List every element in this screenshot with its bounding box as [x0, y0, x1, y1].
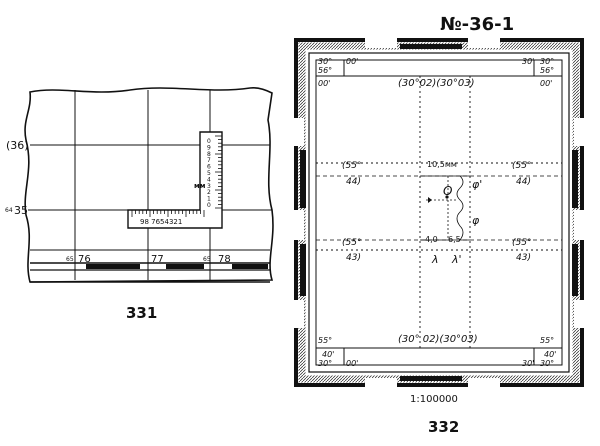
right-upper-lat-min: 44)	[516, 177, 531, 187]
svg-text:30': 30'	[522, 57, 534, 66]
left-lower-lat-deg: (55°	[342, 238, 361, 248]
right-upper-lat-deg: (55°	[512, 161, 531, 171]
svg-text:40': 40'	[544, 350, 556, 359]
ruler-digit: 0	[207, 202, 211, 209]
ruler-digit: 5	[207, 170, 211, 177]
svg-text:30°: 30°	[318, 359, 332, 368]
row-label-36: (36)	[6, 139, 29, 152]
svg-text:00': 00'	[540, 79, 552, 88]
hatched-band	[298, 42, 580, 383]
lambda-label: λ	[431, 253, 439, 266]
ruler-horizontal-digits: 98 7654321	[140, 218, 182, 226]
svg-text:40': 40'	[322, 350, 334, 359]
measure-bottom-left: 4,0	[425, 235, 438, 244]
col-label-76: 76	[78, 254, 91, 265]
ruler-digit: 6	[207, 164, 211, 171]
svg-text:55°: 55°	[318, 336, 332, 345]
neatline	[315, 59, 563, 366]
ruler-digit: 0	[207, 138, 211, 145]
inner-frame	[308, 52, 570, 373]
svg-text:55°: 55°	[540, 336, 554, 345]
corner-tl-labels: 30° 56° 00' 00'	[318, 57, 358, 88]
svg-text:30°: 30°	[540, 57, 554, 66]
col-label-78: 78	[218, 254, 231, 265]
point-construction	[420, 175, 470, 241]
left-upper-lat-deg: (55°	[342, 161, 361, 171]
scale-label: 1:100000	[410, 394, 458, 405]
map-fragment-outline	[24, 87, 274, 283]
sheet-number: №-36-1	[440, 14, 514, 35]
ruler-horizontal-ticks	[131, 210, 205, 217]
figure-332: №-36-1	[292, 14, 586, 436]
ruler-digit: 1	[207, 196, 211, 203]
left-lower-lat-min: 43)	[346, 253, 361, 263]
corner-tr-labels: 30' 30° 56° 00'	[522, 57, 554, 88]
caption-332: 332	[428, 418, 459, 436]
svg-text:56°: 56°	[540, 66, 554, 75]
ruler-digit: 2	[207, 189, 211, 196]
svg-text:56°: 56°	[318, 66, 332, 75]
ruler-digit: 7	[207, 157, 211, 164]
ruler-digit: 9	[207, 144, 211, 151]
phi-label: φ	[472, 214, 480, 227]
corner-bl-labels: 55° 40' 30° 00'	[318, 336, 358, 368]
corner-br-labels: 55° 40' 30' 30°	[522, 336, 556, 368]
row-label-prefix: 64	[5, 207, 13, 214]
col-label-77: 77	[151, 254, 164, 265]
svg-text:00': 00'	[346, 57, 358, 66]
left-upper-lat-min: 44)	[346, 177, 361, 187]
map-bottom-frame	[30, 262, 270, 283]
frame-black-segments	[300, 44, 578, 381]
ruler-digit: 4	[207, 176, 211, 183]
svg-text:30°: 30°	[318, 57, 332, 66]
svg-text:30': 30'	[522, 359, 534, 368]
corner-boxes	[316, 60, 562, 365]
svg-text:00': 00'	[346, 359, 358, 368]
inner-grid	[316, 76, 562, 348]
row-label-35: 35	[14, 204, 28, 217]
point-o-label: O	[443, 184, 452, 198]
ruler-unit-label: мм	[194, 182, 206, 190]
top-frame-label: (30°02)(30°03)	[398, 78, 475, 89]
point-o-marker	[445, 195, 449, 199]
col-label-prefix-1: 65	[66, 256, 74, 263]
bottom-frame-label: (30° 02)(30°03)	[398, 334, 478, 345]
right-lower-lat-min: 43)	[516, 253, 531, 263]
right-lower-lat-deg: (55°	[512, 238, 531, 248]
lambda-prime-label: λ'	[451, 253, 462, 266]
svg-text:30°: 30°	[540, 359, 554, 368]
caption-331: 331	[126, 304, 157, 322]
frame-minute-marks	[292, 36, 586, 390]
ruler-digit: 8	[207, 151, 211, 158]
ruler-vertical-ticks	[215, 135, 222, 209]
svg-text:00': 00'	[318, 79, 330, 88]
ruler-digit: 3	[207, 183, 211, 190]
col-label-prefix-2: 65	[203, 256, 211, 263]
measure-top: 10,5мм	[427, 160, 457, 169]
measure-bottom-right: 6,5	[448, 235, 461, 244]
phi-prime-label: φ'	[472, 178, 482, 191]
